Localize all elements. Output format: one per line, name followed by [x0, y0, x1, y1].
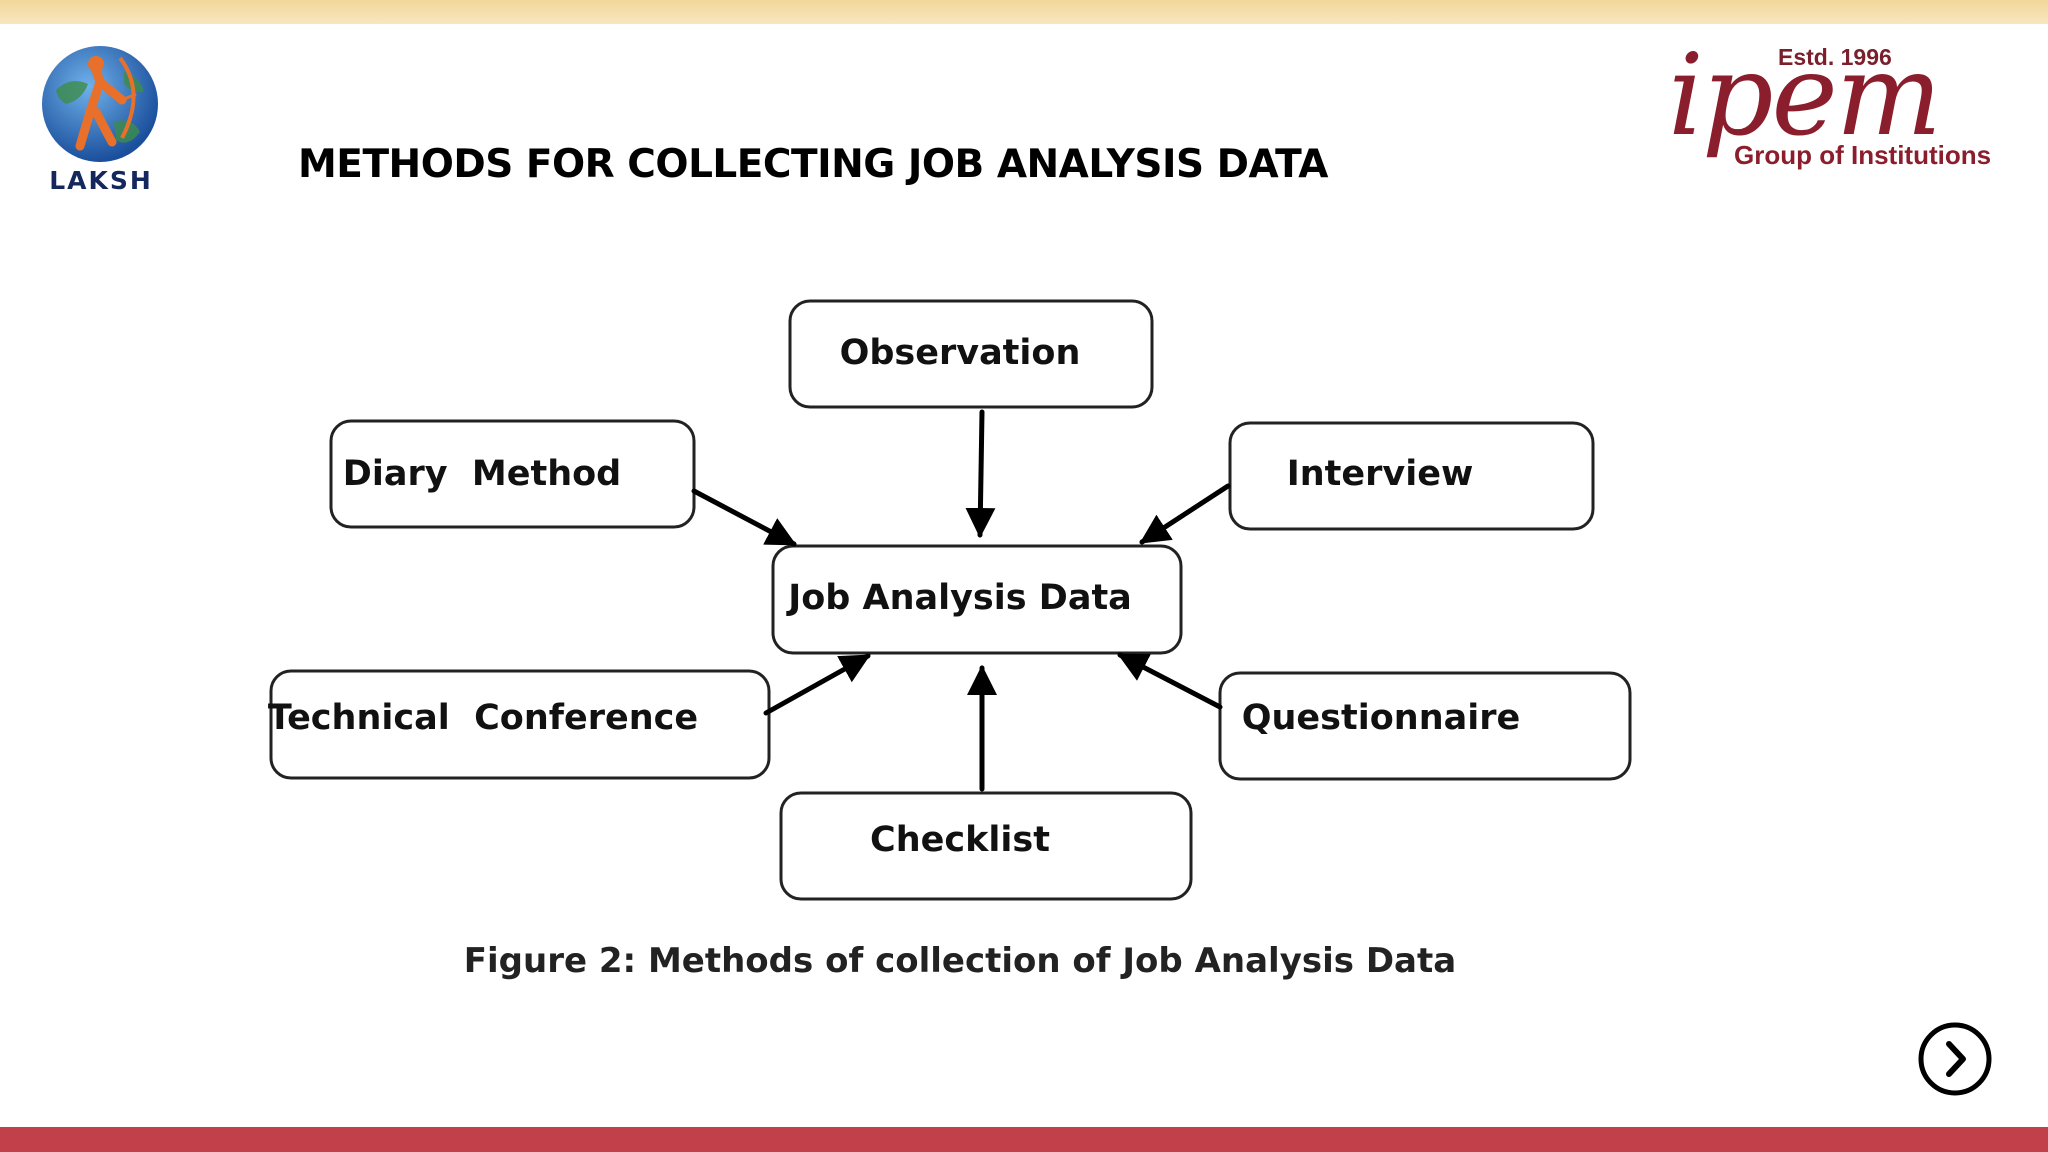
node-observation: Observation — [840, 333, 1081, 373]
node-diary-method: Diary Method — [343, 454, 621, 494]
node-interview: Interview — [1287, 454, 1474, 494]
ipem-logo: ipem Estd. 1996 Group of Institutions — [1660, 36, 2020, 196]
ipem-established: Estd. 1996 — [1778, 44, 1892, 70]
node-technical-conference: Technical Conference — [268, 698, 698, 738]
ipem-wordmark: ipem — [1668, 31, 1942, 161]
node-center-box — [771, 544, 1183, 655]
node-interview-box — [1228, 421, 1595, 531]
next-slide-button[interactable] — [1918, 1022, 1992, 1096]
node-questionnaire-box — [1218, 671, 1632, 781]
node-center-job-analysis-data: Job Analysis Data — [786, 578, 1132, 618]
top-accent-bar — [0, 0, 2048, 24]
bottom-accent-bar — [0, 1127, 2048, 1152]
figure-caption: Figure 2: Methods of collection of Job A… — [464, 941, 1456, 981]
laksh-logo-text: LAKSH — [49, 166, 153, 195]
node-checklist-box — [779, 791, 1193, 901]
laksh-logo: LAKSH — [36, 42, 166, 202]
ipem-subtitle: Group of Institutions — [1734, 140, 1992, 170]
node-diary-box — [329, 419, 696, 529]
node-questionnaire: Questionnaire — [1242, 698, 1520, 738]
page-title: METHODS FOR COLLECTING JOB ANALYSIS DATA — [298, 142, 1328, 187]
job-analysis-diagram: Observation Diary Method Interview Job A… — [268, 299, 1632, 981]
node-checklist: Checklist — [870, 820, 1050, 860]
chevron-right-icon — [1918, 1022, 1992, 1096]
node-technical-box — [269, 669, 771, 780]
arrow-questionnaire-to-center — [1117, 652, 1223, 710]
arrow-technical-to-center — [763, 653, 871, 716]
arrow-observation-to-center — [965, 409, 996, 538]
arrow-diary-to-center — [691, 488, 797, 547]
globe-archer-icon — [42, 46, 158, 162]
arrow-interview-to-center — [1139, 483, 1231, 545]
node-observation-box — [788, 299, 1154, 409]
